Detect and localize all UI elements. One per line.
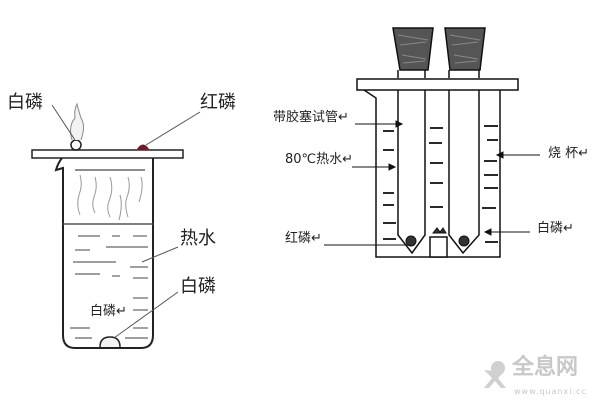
white-phosphorus-block — [431, 227, 447, 234]
red-phosphorus — [136, 144, 150, 151]
support-block — [429, 236, 448, 258]
test-tube-right — [448, 90, 480, 255]
stopper-left — [392, 27, 434, 71]
watermark-url: www.quanxi.cc — [514, 387, 587, 396]
white-phosphorus-bottom — [99, 336, 121, 348]
label-hot-water: 热水 — [180, 228, 216, 249]
stopper-texture — [397, 34, 481, 64]
watermark-brand: 全息网 — [512, 355, 579, 380]
watermark-logo-icon — [484, 361, 506, 388]
label-white-phosphorus-right: 白磷↵ — [537, 221, 574, 236]
water-dashes — [70, 235, 148, 339]
water-dashes-right — [383, 125, 498, 243]
label-red-phosphorus-right: 红磷↵ — [285, 231, 322, 246]
label-stoppered-test-tube: 带胶塞试管↵ — [273, 110, 349, 125]
label-white-phosphorus-water: 白磷 — [180, 276, 216, 297]
red-phosphorus-tube — [405, 235, 417, 247]
white-phosphorus-tube — [458, 235, 470, 247]
label-red-phosphorus-left: 红磷 — [200, 92, 236, 113]
right-beaker — [363, 89, 501, 258]
white-phosphorus-burning — [70, 139, 82, 151]
steam-lines — [77, 174, 143, 221]
label-beaker: 烧 杯↵ — [548, 146, 590, 161]
label-hot-water-80c: 80℃热水↵ — [285, 152, 354, 167]
cover-plate — [356, 78, 519, 91]
arrows — [324, 120, 540, 246]
left-apparatus — [31, 102, 201, 349]
left-beaker — [54, 157, 154, 349]
flame-icon — [70, 102, 84, 141]
label-white-phosphorus-inner: 白磷↵ — [88, 304, 129, 320]
right-apparatus — [324, 27, 540, 258]
test-tube-left — [397, 90, 426, 255]
leader-lines — [51, 104, 201, 339]
copper-plate — [31, 149, 184, 159]
label-white-phosphorus-top: 白磷 — [7, 92, 43, 113]
stopper-right — [444, 27, 486, 71]
